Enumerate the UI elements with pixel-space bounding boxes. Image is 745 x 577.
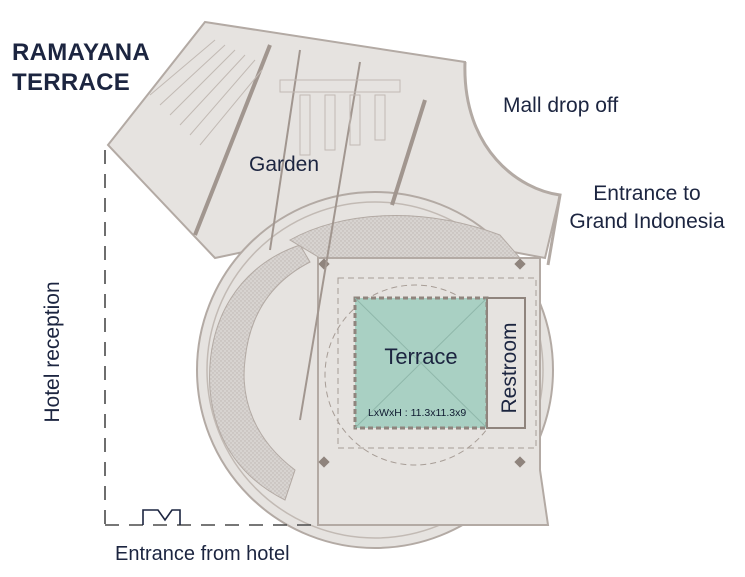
label-terrace: Terrace (384, 344, 458, 369)
inner-ring (206, 201, 544, 539)
door-icon (142, 509, 181, 525)
venue-title: RAMAYANA TERRACE (12, 38, 150, 98)
garden-slats (149, 39, 401, 156)
label-entrance-grand-indonesia-line1: Entrance to (593, 182, 701, 205)
left-planter (209, 244, 311, 501)
label-entrance-grand-indonesia: Entrance to Grand Indonesia (548, 182, 745, 234)
terrace-outline (337, 277, 537, 449)
label-garden: Garden (249, 153, 320, 176)
guest-path (104, 150, 318, 526)
label-mall-drop-off: Mall drop off (503, 94, 619, 117)
label-dimensions: LxWxH : 11.3x11.3x9 (368, 407, 467, 419)
label-entrance-grand-indonesia-line2: Grand Indonesia (569, 210, 725, 233)
label-restroom: Restroom (498, 322, 521, 414)
east-wall (463, 61, 562, 266)
label-entrance-from-hotel: Entrance from hotel (115, 543, 290, 565)
top-planter (289, 215, 522, 259)
venue-title-line1: RAMAYANA (12, 39, 150, 66)
label-hotel-reception: Hotel reception (41, 281, 64, 423)
venue-title-line2: TERRACE (12, 69, 131, 96)
restroom-area (486, 297, 526, 429)
